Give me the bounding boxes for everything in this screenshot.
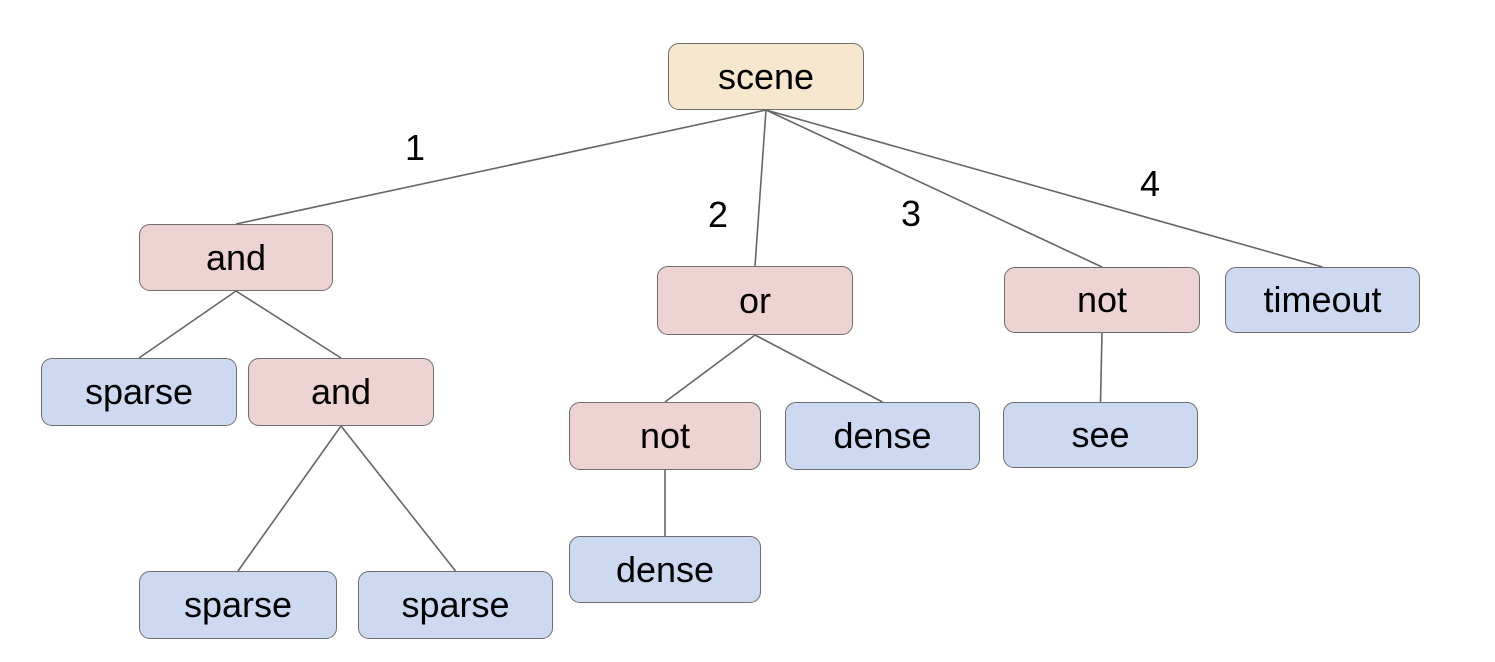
edge-scene-or1 xyxy=(754,109,767,267)
node-timeout1: timeout xyxy=(1225,267,1420,333)
node-sparse1: sparse xyxy=(41,358,237,426)
edge-label-1: 1 xyxy=(404,127,426,168)
node-dense2: dense xyxy=(569,536,761,603)
edge-or1-not1 xyxy=(664,334,756,403)
node-or1: or xyxy=(657,266,853,335)
node-dense1: dense xyxy=(785,402,980,470)
edge-and2-sparse2 xyxy=(237,425,342,572)
edge-scene-not2 xyxy=(765,109,1103,268)
edge-scene-timeout1 xyxy=(765,109,1323,268)
edge-scene-and1 xyxy=(235,109,767,225)
edge-and1-sparse1 xyxy=(138,290,237,359)
edge-label-2: 2 xyxy=(707,194,729,235)
edge-label-3: 3 xyxy=(900,193,922,234)
edge-or1-dense1 xyxy=(754,334,883,403)
node-see1: see xyxy=(1003,402,1198,468)
edge-and2-sparse3 xyxy=(340,425,457,572)
node-sparse3: sparse xyxy=(358,571,553,639)
node-scene: scene xyxy=(668,43,864,110)
node-not1: not xyxy=(569,402,761,470)
edge-and1-and2 xyxy=(235,290,342,359)
edge-label-4: 4 xyxy=(1139,163,1161,204)
edge-not2-see1 xyxy=(1099,332,1103,403)
node-and1: and xyxy=(139,224,333,291)
node-not2: not xyxy=(1004,267,1200,333)
node-sparse2: sparse xyxy=(139,571,337,639)
node-and2: and xyxy=(248,358,434,426)
